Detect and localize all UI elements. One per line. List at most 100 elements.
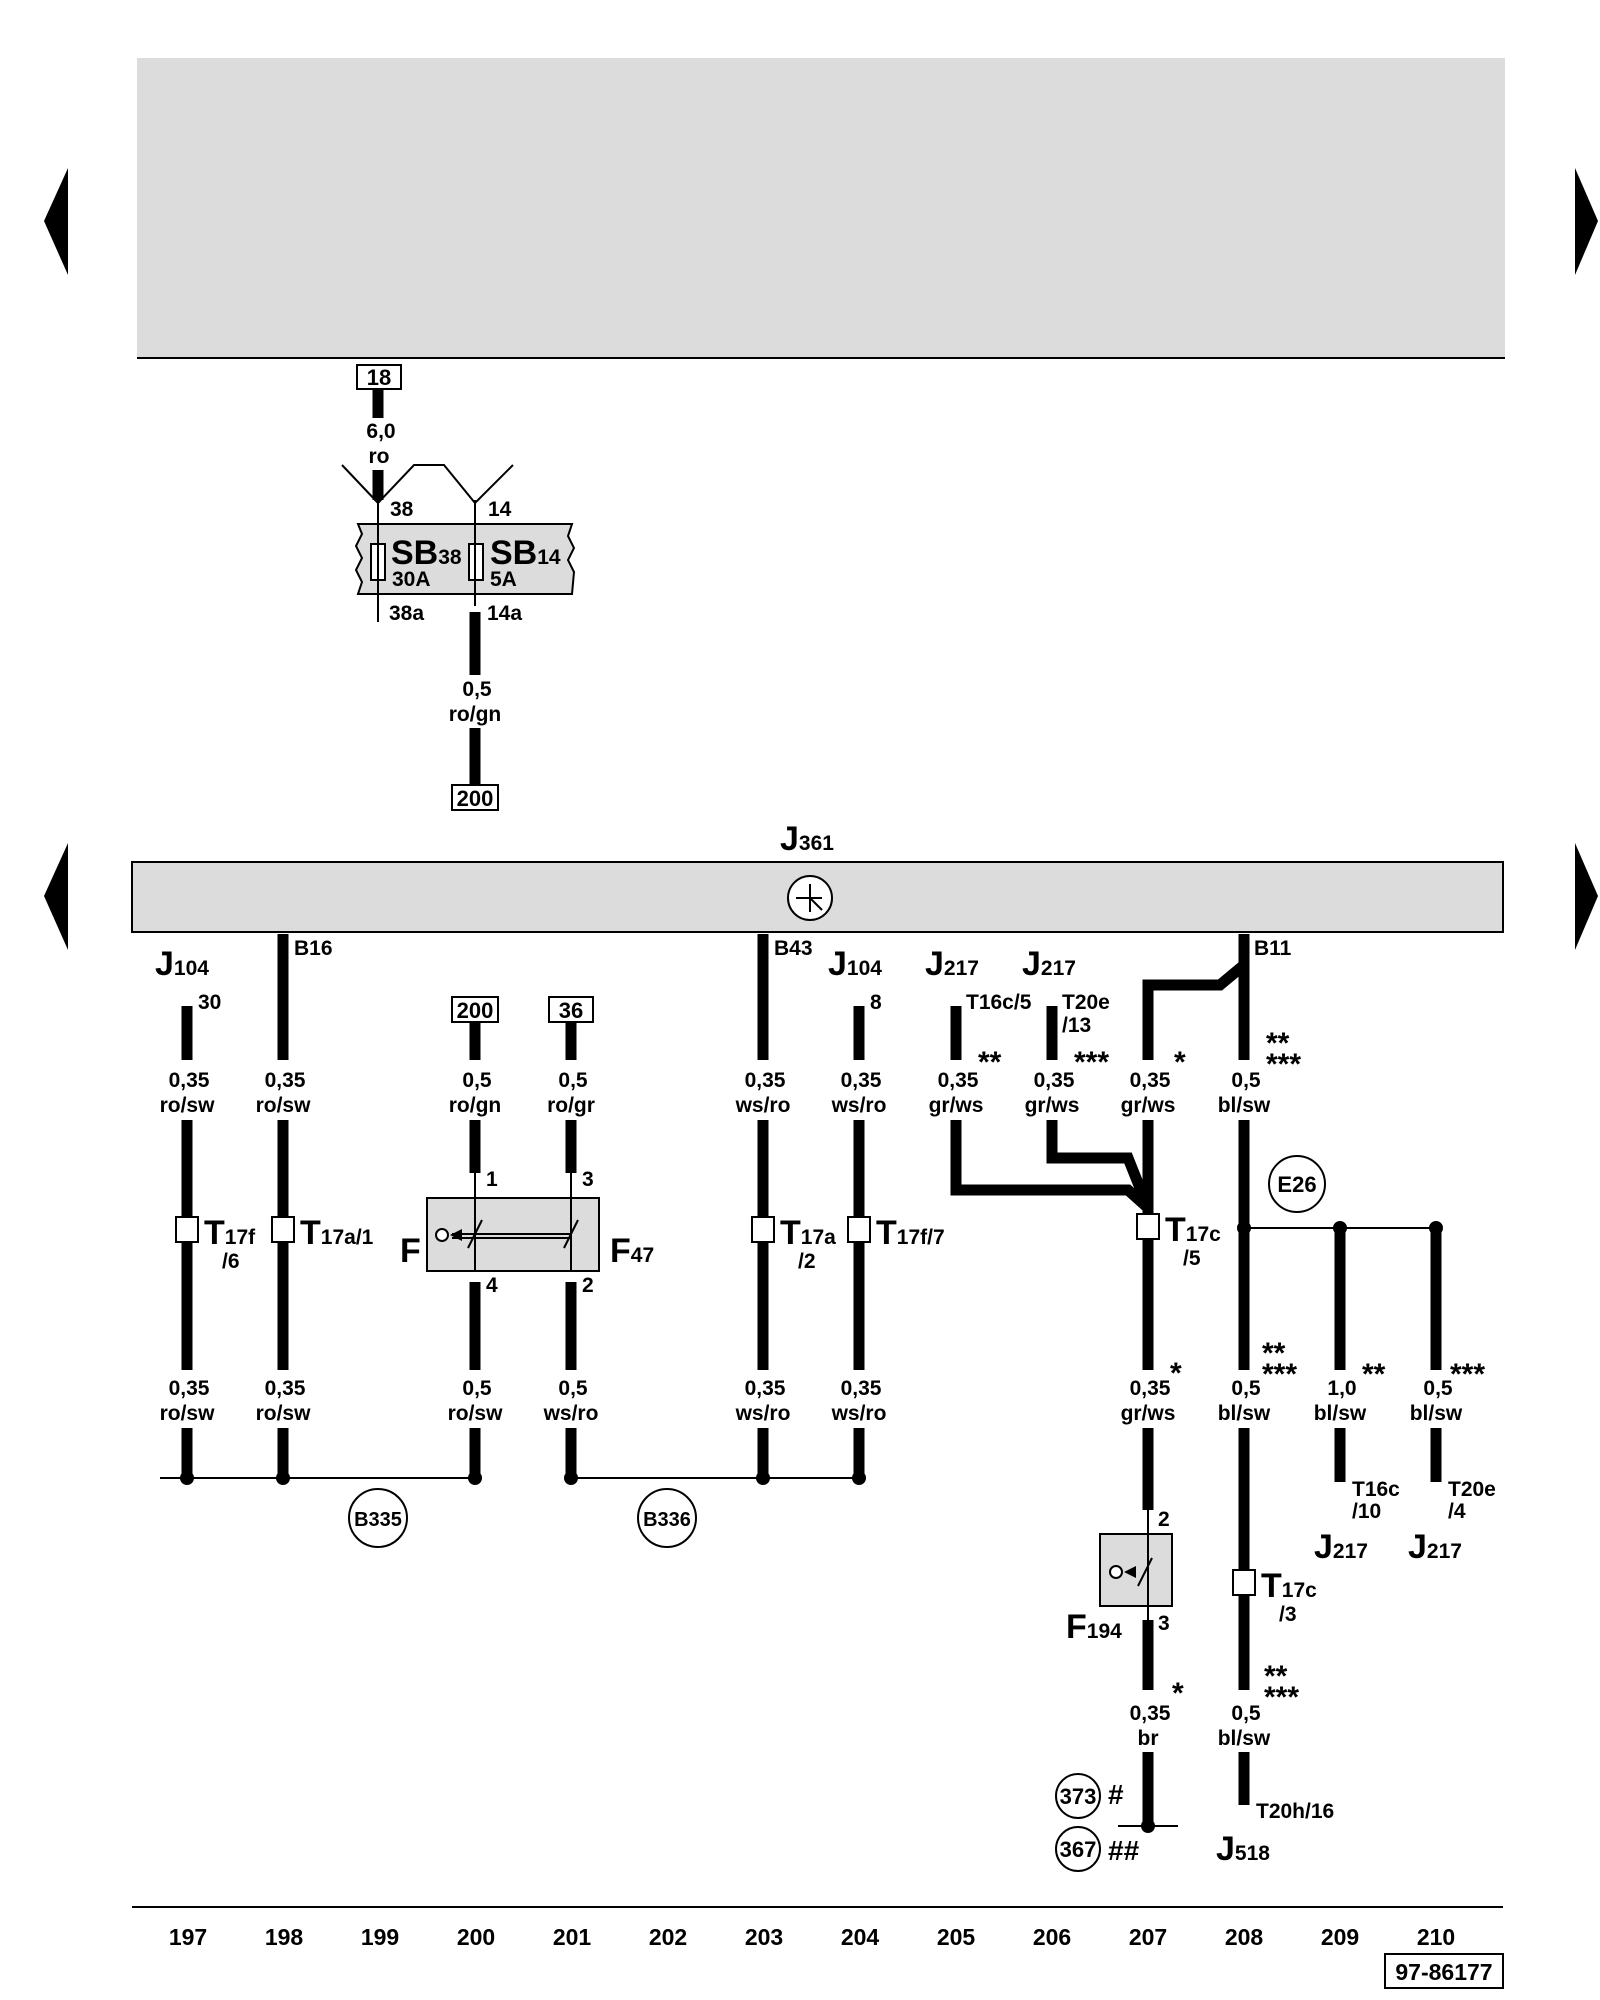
fuse-housing xyxy=(354,523,576,595)
wire-205a-star: ** xyxy=(978,1046,1002,1079)
track-number: 207 xyxy=(1129,1924,1167,1950)
f194-pin-2: 2 xyxy=(1158,1508,1170,1531)
track-number: 201 xyxy=(553,1924,592,1950)
track-number: 197 xyxy=(169,1924,207,1950)
ref-367[interactable] xyxy=(1055,1826,1101,1872)
wire-203b-size: 0,35 xyxy=(745,1377,786,1400)
f194-pin-3: 3 xyxy=(1158,1612,1170,1635)
j217-pin-13: /13 xyxy=(1062,1014,1091,1037)
wire-197a-color: ro/sw xyxy=(160,1094,216,1117)
connector-t17a-2 xyxy=(751,1216,775,1243)
fuse-sb14-rating: 5A xyxy=(490,568,517,591)
prev-page-arrow-bottom[interactable] xyxy=(44,843,68,950)
j518-label: J518 xyxy=(1216,1830,1270,1868)
fuse-block: 18 6,0 ro 38 14 SB38 30A SB14 5A 38a 14a… xyxy=(341,364,576,811)
wire-197b-color: ro/sw xyxy=(160,1402,216,1425)
wire-203b-color: ws/ro xyxy=(735,1402,791,1425)
wire-198a-color: ro/sw xyxy=(256,1094,312,1117)
wire-210b-color: bl/sw xyxy=(1410,1402,1463,1425)
ground-b335[interactable] xyxy=(348,1488,408,1548)
feed-ref: 18 xyxy=(367,365,391,390)
wire-198a-size: 0,35 xyxy=(265,1069,306,1092)
fuse-pin-14a: 14a xyxy=(487,602,522,625)
switch-f47-label: F47 xyxy=(610,1232,654,1270)
wire-205a-color: gr/ws xyxy=(929,1094,984,1117)
track-number: 198 xyxy=(265,1924,304,1950)
feed-color: ro xyxy=(369,445,390,468)
connector-t17f-6-sub: /6 xyxy=(222,1250,240,1273)
e26-ref[interactable] xyxy=(1268,1155,1326,1213)
j104-pin-8: 8 xyxy=(870,991,882,1014)
track-208-210: E26 ** *** 0,5 bl/sw ** 1,0 bl/sw *** 0,… xyxy=(1216,1120,1496,1868)
wire-207c-star: * xyxy=(1172,1677,1184,1710)
wire-208c-star-2: ** xyxy=(1264,1660,1288,1693)
track-number: 202 xyxy=(649,1924,687,1950)
track-number: 200 xyxy=(457,1924,495,1950)
ref-36: 36 xyxy=(559,998,583,1023)
ref-373-label: 373 xyxy=(1060,1784,1097,1809)
wire-208a-size: 0,5 xyxy=(1231,1069,1261,1092)
connector-t17a-1 xyxy=(271,1216,295,1243)
wire-209b-star: ** xyxy=(1362,1358,1386,1391)
wire-205a-size: 0,35 xyxy=(938,1069,979,1092)
fuse-pin-38: 38 xyxy=(390,498,414,521)
j217-label-c: J217 xyxy=(1314,1528,1368,1566)
ref-200-box[interactable] xyxy=(451,996,499,1023)
connector-t17a-2-label: T17a xyxy=(780,1214,836,1252)
wire-207c-color: br xyxy=(1138,1727,1159,1750)
ref-373[interactable] xyxy=(1055,1773,1101,1819)
feed-size: 6,0 xyxy=(366,420,395,443)
wire-208c-color: bl/sw xyxy=(1218,1727,1271,1750)
track-205-207: J217 T16c/5 J217 T20e /13 0,35 gr/ws ** … xyxy=(925,934,1301,1872)
j217-pin-t16c-5: T16c/5 xyxy=(966,991,1032,1014)
wire-208b-color: bl/sw xyxy=(1218,1402,1271,1425)
wire-208b-star-3: *** xyxy=(1262,1358,1297,1391)
fuse-pin-14: 14 xyxy=(488,498,512,521)
out-color: ro/gn xyxy=(449,703,502,726)
connector-t17c-3-label: T17c xyxy=(1261,1567,1317,1605)
fuse-pin-38a: 38a xyxy=(389,602,424,625)
wire-206a-size: 0,35 xyxy=(1034,1069,1075,1092)
wire-201b-size: 0,5 xyxy=(558,1377,588,1400)
connector-t17f-7 xyxy=(847,1216,871,1243)
wire-200a-size: 0,5 xyxy=(462,1069,492,1092)
ref-367-label: 367 xyxy=(1060,1837,1097,1862)
f-pin-4: 4 xyxy=(486,1274,498,1297)
fuse-sb14-label: SB14 xyxy=(490,534,561,572)
ref-200: 200 xyxy=(457,998,494,1023)
fuse-sb38-label: SB38 xyxy=(391,534,462,572)
track-number: 199 xyxy=(361,1924,399,1950)
out-ref: 200 xyxy=(457,786,494,811)
ground-b336[interactable] xyxy=(637,1488,697,1548)
track-number: 203 xyxy=(745,1924,783,1950)
out-ref-box[interactable] xyxy=(451,784,499,811)
j104-label-b: J104 xyxy=(828,945,882,983)
wire-198b-size: 0,35 xyxy=(265,1377,306,1400)
wire-208a-star-2: ** xyxy=(1266,1027,1290,1060)
wire-210b-star: *** xyxy=(1450,1358,1485,1391)
wire-201a-color: ro/gr xyxy=(547,1094,595,1117)
connector-t17a-1-label: T17a/1 xyxy=(300,1214,374,1252)
track-number: 210 xyxy=(1417,1924,1455,1950)
j104-pin-30: 30 xyxy=(198,991,221,1014)
connector-t17f-6-label: T17f xyxy=(204,1214,256,1252)
f-pin-1: 1 xyxy=(486,1168,498,1191)
j217-pin-t20e: T20e xyxy=(1062,991,1110,1014)
wire-207b-color: gr/ws xyxy=(1121,1402,1176,1425)
hash-single: # xyxy=(1108,1779,1124,1810)
next-page-arrow-top[interactable] xyxy=(1575,168,1598,275)
hash-double: ## xyxy=(1108,1835,1140,1866)
next-page-arrow-bottom[interactable] xyxy=(1575,843,1598,950)
wire-198b-color: ro/sw xyxy=(256,1402,312,1425)
wire-204b-size: 0,35 xyxy=(841,1377,882,1400)
connector-t17c-3 xyxy=(1232,1569,1256,1596)
prev-page-arrow-top[interactable] xyxy=(44,168,68,275)
wire-208a-color: bl/sw xyxy=(1218,1094,1271,1117)
f-pin-3: 3 xyxy=(582,1168,594,1191)
track-197: J104 30 0,35 ro/sw T17f /6 0,35 ro/sw xyxy=(155,945,256,1485)
pin-b11: B11 xyxy=(1254,937,1292,960)
wire-210b-size: 0,5 xyxy=(1423,1377,1453,1400)
f-pin-2: 2 xyxy=(582,1274,594,1297)
track-number: 209 xyxy=(1321,1924,1359,1950)
